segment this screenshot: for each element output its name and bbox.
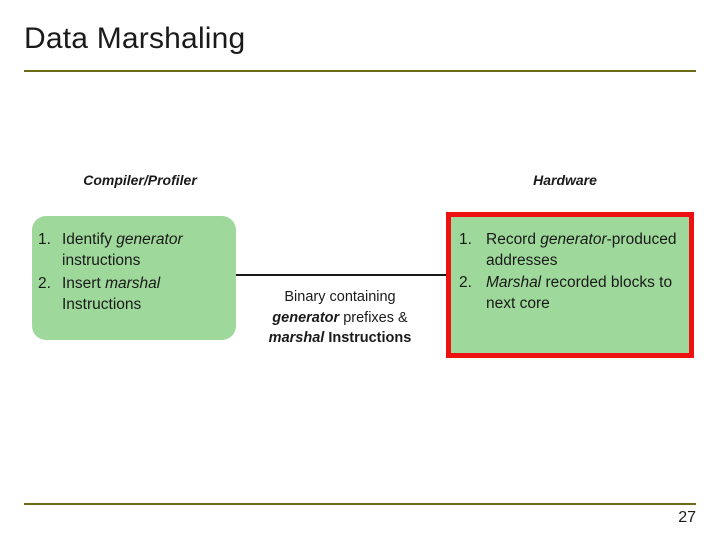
list-item: 2. Insert marshal Instructions (38, 273, 226, 316)
connector-label-line-2: generator prefixes & (237, 308, 443, 329)
connector-label-prefixes: prefixes & (339, 309, 408, 326)
connector-label-generator: generator (272, 309, 340, 326)
step-number: 2. (459, 274, 472, 292)
step-text-2b: recorded blocks to next core (486, 274, 673, 313)
step-number: 1. (38, 231, 51, 248)
step-text-2b: marshal (105, 274, 161, 292)
step-text-2c: Instructions (62, 296, 142, 314)
list-item: 2. Marshal recorded blocks to next core (459, 272, 681, 314)
connector-label-instructions: Instructions (324, 330, 412, 347)
step-text-2a: Insert (62, 274, 106, 292)
connector-label-line-1: Binary containing (284, 289, 396, 305)
step-text-1b: generator (116, 231, 183, 248)
hardware-step-list: 1. Record generator-produced addresses 2… (459, 229, 681, 314)
step-number: 2. (38, 274, 51, 292)
footer-divider (24, 503, 696, 505)
title-divider (24, 70, 696, 72)
step-text-1c: instructions (62, 252, 141, 270)
step-text-2a: Marshal (486, 274, 542, 292)
page-number: 27 (678, 509, 696, 526)
compiler-step-list: 1. Identify generator instructions 2. In… (38, 229, 226, 316)
connector-line (225, 274, 455, 276)
connector-label-marshal: marshal (268, 330, 325, 347)
connector-label-line-3: marshal Instructions (237, 328, 443, 349)
caption-compiler-profiler: Compiler/Profiler (83, 172, 197, 188)
step-number: 1. (459, 231, 472, 248)
connector-label: Binary containing generator prefixes & m… (237, 287, 443, 349)
step-text-1b: generator (540, 231, 607, 248)
list-item: 1. Record generator-produced addresses (459, 229, 681, 271)
step-text-1c: -produced addresses (486, 231, 677, 270)
compiler-profiler-box: 1. Identify generator instructions 2. In… (32, 216, 236, 340)
list-item: 1. Identify generator instructions (38, 229, 226, 272)
step-text-1a: Record (486, 231, 541, 248)
step-text-1a: Identify (62, 231, 117, 248)
hardware-box: 1. Record generator-produced addresses 2… (446, 212, 694, 358)
caption-hardware: Hardware (533, 172, 597, 188)
page-title: Data Marshaling (24, 22, 246, 55)
